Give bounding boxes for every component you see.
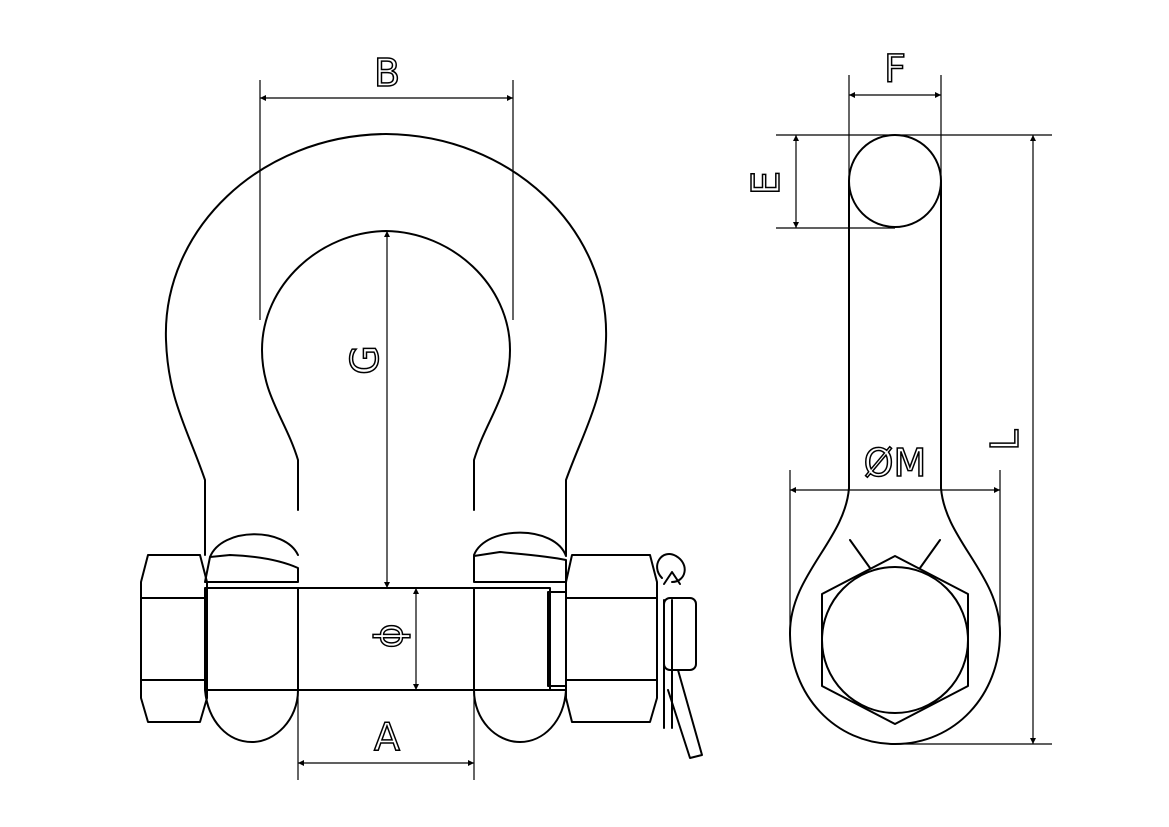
dim-label-b: B <box>374 51 400 95</box>
front-view: B G ϕ A <box>140 50 703 780</box>
ear-section-right <box>473 551 567 583</box>
dim-label-e: E <box>744 171 788 195</box>
nut <box>565 554 658 723</box>
bow-outline <box>164 133 608 556</box>
ear-lower-left <box>204 689 299 743</box>
dim-label-a: A <box>374 715 400 759</box>
dim-label-phi: ϕ <box>367 623 411 648</box>
nut-hex <box>821 555 969 725</box>
dim-label-l: L <box>983 429 1027 450</box>
ear-lower-right <box>473 689 567 743</box>
dim-label-g: G <box>343 345 387 374</box>
dim-label-f: F <box>884 47 906 91</box>
ear-section-left <box>204 554 299 583</box>
dim-label-m: ØM <box>864 441 927 485</box>
bolt-shank <box>204 587 551 691</box>
cotter-pin <box>656 553 703 759</box>
side-view: F E L ØM <box>743 46 1052 745</box>
bolt-head <box>140 554 208 723</box>
bow-section <box>848 134 942 228</box>
